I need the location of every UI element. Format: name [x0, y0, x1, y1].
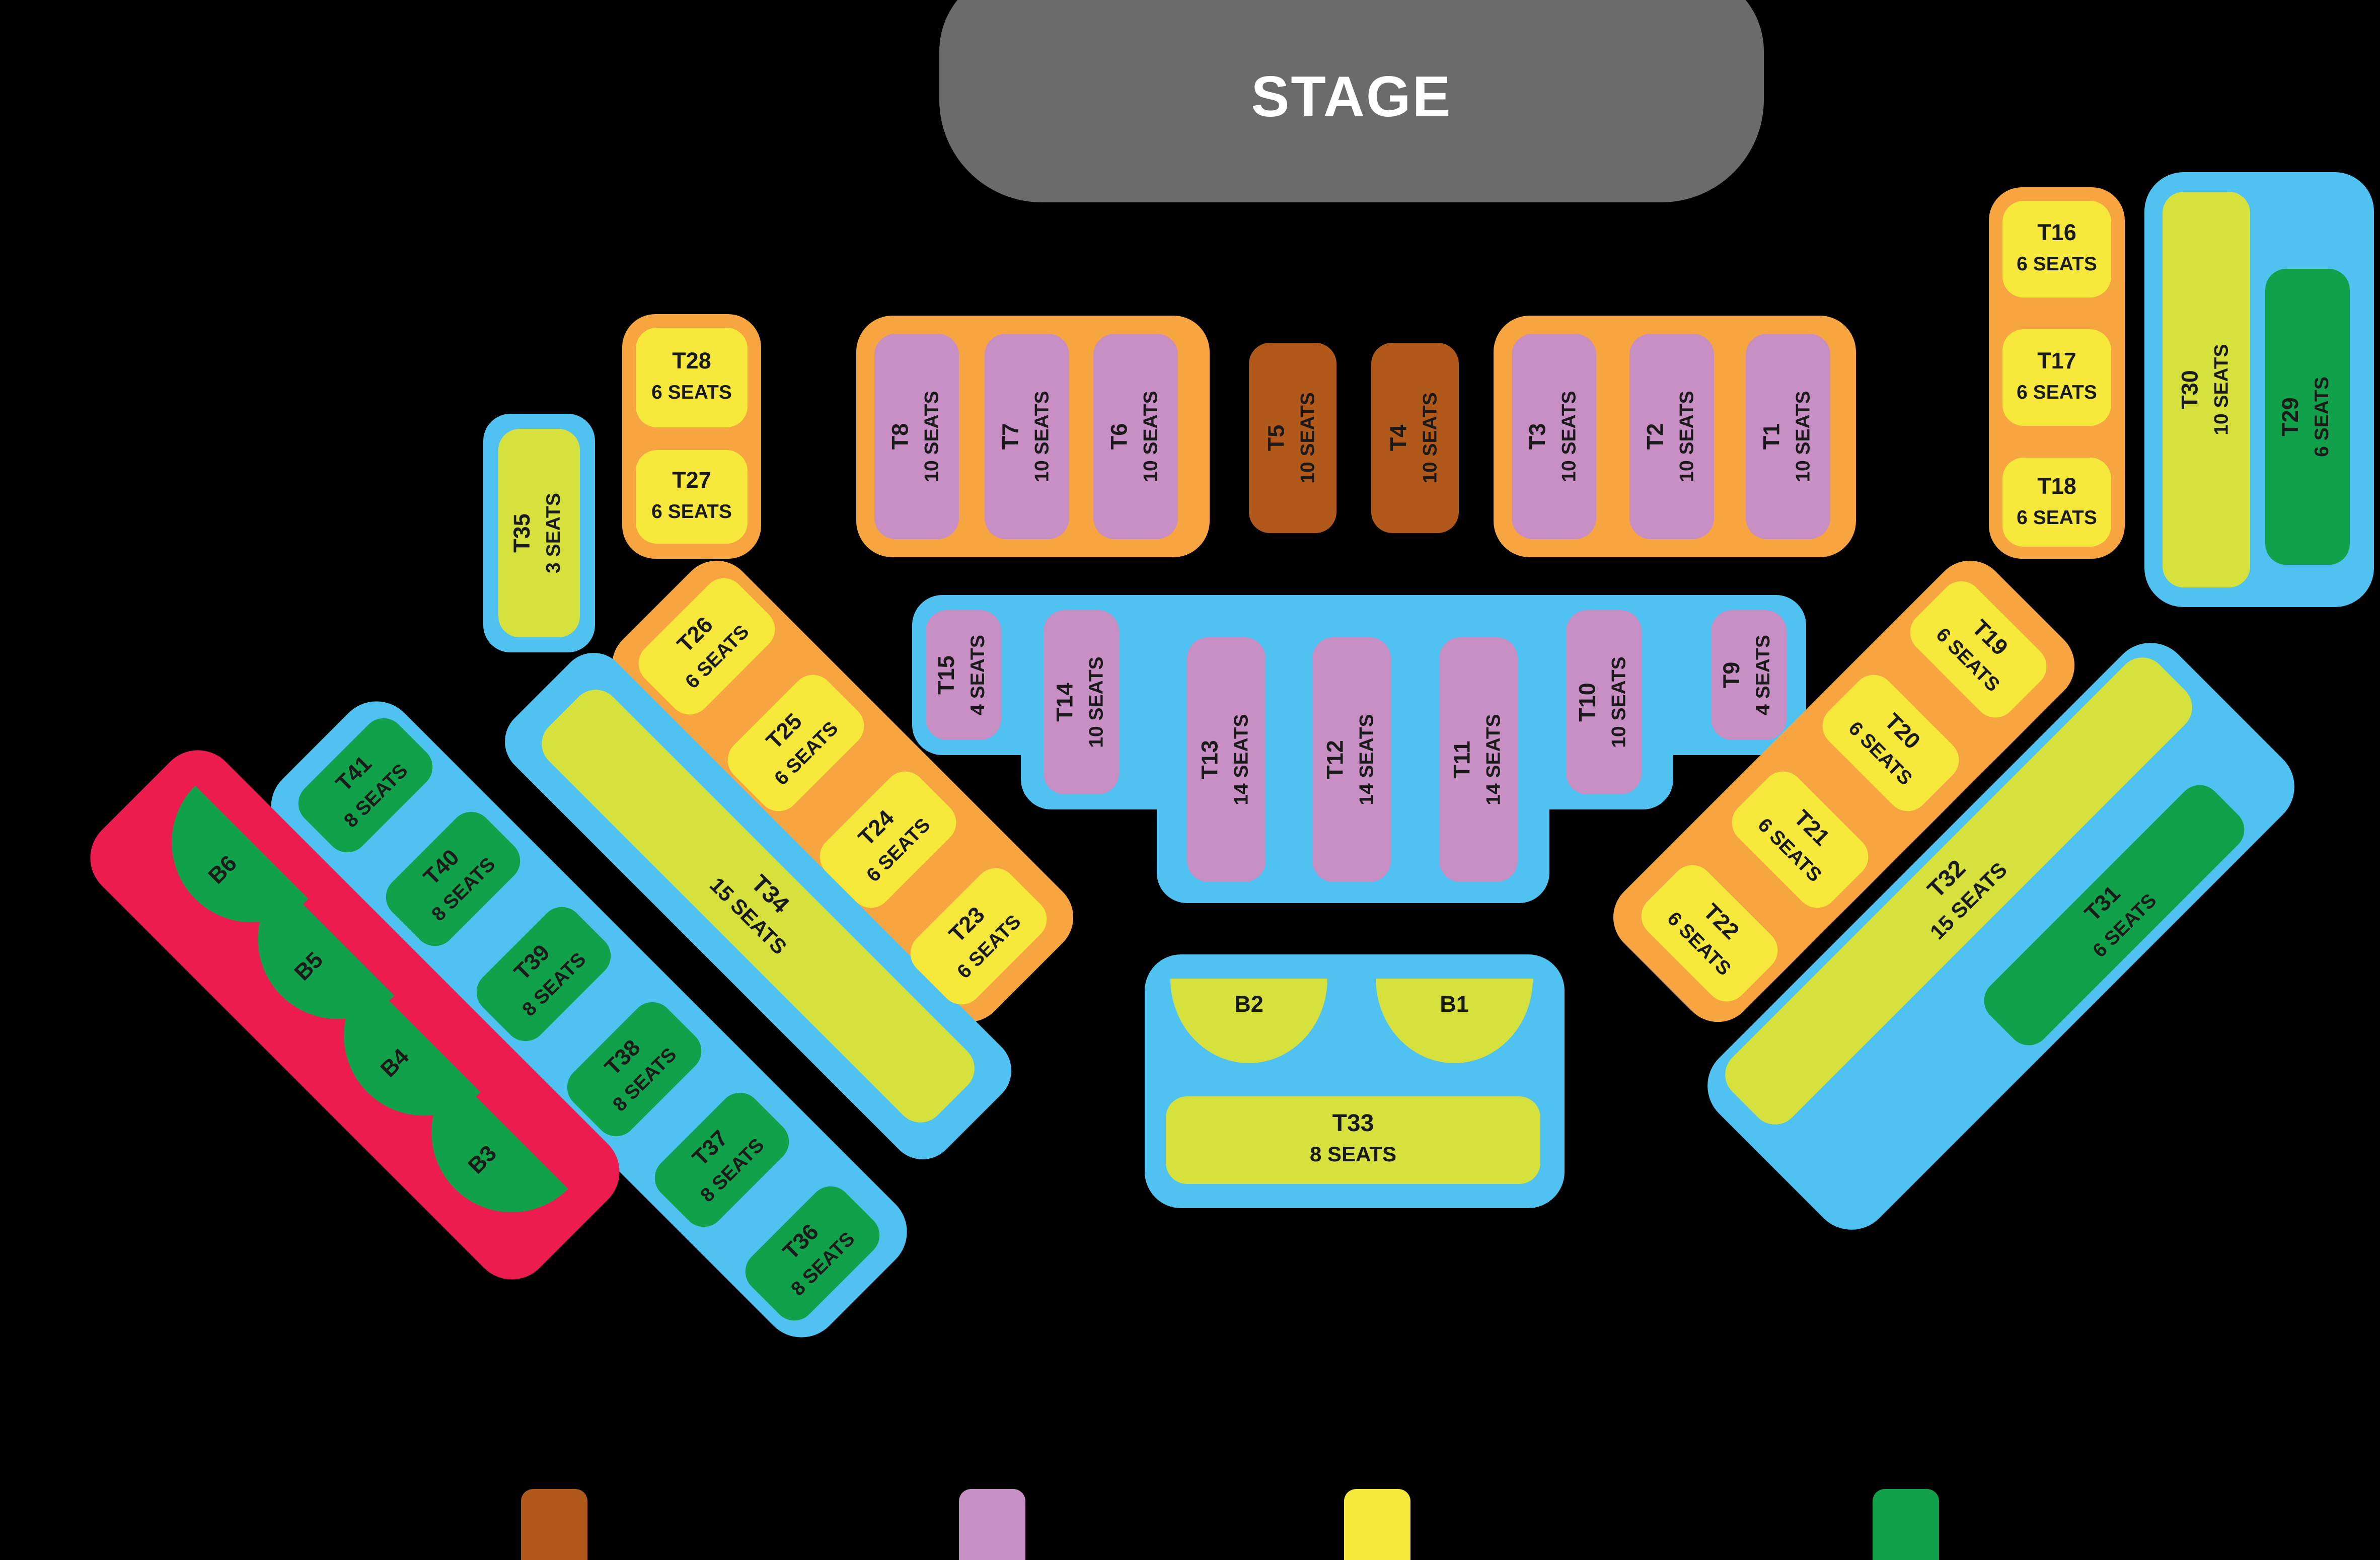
table-seats-label: 10 SEATS [1084, 656, 1107, 748]
booth-name-label: B3 [464, 1141, 503, 1180]
table-name-label: T4 [1386, 424, 1412, 452]
table-t15[interactable]: T15 4 SEATS [926, 610, 1001, 740]
booth-name-label: B2 [1234, 992, 1263, 1018]
table-seats-label: 4 SEATS [1752, 635, 1774, 715]
table-seats-label: 6 SEATS [651, 381, 732, 403]
table-name-label: T6 [1107, 423, 1133, 450]
table-name-label: T30 [2178, 370, 2204, 409]
table-name-label: T1 [1759, 423, 1786, 450]
table-t6[interactable]: T6 10 SEATS [1093, 334, 1178, 539]
booth-name-label: B4 [376, 1045, 415, 1083]
table-seats-label: 14 SEATS [1355, 714, 1378, 805]
table-t29[interactable]: T29 6 SEATS [2265, 269, 2350, 565]
table-seats-label: 10 SEATS [1418, 392, 1441, 484]
table-seats-label: 6 SEATS [2017, 505, 2097, 528]
table-seats-label: 10 SEATS [1030, 391, 1053, 482]
table-name-label: T2 [1643, 423, 1669, 450]
stage: STAGE [939, 0, 1764, 202]
table-t17[interactable]: T17 6 SEATS [2002, 329, 2111, 426]
legend-swatch-green [1873, 1489, 1939, 1560]
table-t27[interactable]: T27 6 SEATS [636, 450, 748, 544]
table-seats-label: 10 SEATS [1139, 391, 1162, 482]
table-t2[interactable]: T2 10 SEATS [1629, 334, 1714, 539]
table-seats-label: 6 SEATS [2311, 377, 2333, 457]
table-t3[interactable]: T3 10 SEATS [1512, 334, 1596, 539]
table-seats-label: 6 SEATS [2017, 381, 2097, 403]
table-t12[interactable]: T12 14 SEATS [1312, 637, 1391, 882]
table-seats-label: 14 SEATS [1229, 714, 1252, 805]
table-seats-label: 10 SEATS [1296, 392, 1319, 484]
table-name-label: T7 [998, 423, 1024, 450]
table-t9[interactable]: T9 4 SEATS [1711, 610, 1787, 740]
table-name-label: T33 [1332, 1111, 1374, 1137]
stage-label: STAGE [1251, 65, 1452, 129]
table-t33[interactable]: T33 8 SEATS [1166, 1096, 1540, 1184]
legend-swatch-yellow [1344, 1489, 1410, 1560]
table-seats-label: 10 SEATS [2209, 344, 2233, 435]
table-t4[interactable]: T4 10 SEATS [1371, 343, 1459, 533]
table-seats-label: 10 SEATS [1791, 391, 1814, 482]
table-t10[interactable]: T10 10 SEATS [1566, 610, 1642, 794]
table-t8[interactable]: T8 10 SEATS [874, 334, 959, 539]
table-name-label: T16 [2037, 220, 2076, 246]
table-name-label: T15 [935, 655, 960, 695]
table-name-label: T18 [2037, 473, 2076, 499]
table-name-label: T3 [1525, 423, 1551, 450]
table-name-label: T8 [888, 423, 914, 450]
table-seats-label: 14 SEATS [1481, 714, 1505, 805]
table-seats-label: 10 SEATS [1675, 391, 1698, 482]
table-seats-label: 6 SEATS [651, 500, 732, 523]
table-seats-label: 10 SEATS [1607, 656, 1630, 748]
booth-name-label: B6 [204, 851, 243, 890]
table-seats-label: 10 SEATS [920, 391, 943, 482]
table-t5[interactable]: T5 10 SEATS [1249, 343, 1336, 533]
table-name-label: T29 [2279, 397, 2304, 436]
table-seats-label: 4 SEATS [966, 635, 989, 715]
table-seats-label: 8 SEATS [1310, 1142, 1396, 1166]
table-name-label: T11 [1450, 740, 1476, 779]
table-name-label: T5 [1264, 424, 1290, 452]
table-t18[interactable]: T18 6 SEATS [2002, 458, 2111, 547]
table-t7[interactable]: T7 10 SEATS [985, 334, 1069, 539]
table-name-label: T35 [510, 513, 536, 553]
table-name-label: T14 [1053, 683, 1079, 722]
booth-name-label: B5 [290, 948, 329, 987]
legend-swatch-brown [521, 1489, 587, 1560]
table-name-label: T27 [672, 468, 711, 494]
table-t28[interactable]: T28 6 SEATS [636, 328, 748, 427]
table-seats-label: 10 SEATS [1557, 391, 1580, 482]
table-name-label: T28 [672, 349, 711, 375]
booth-name-label: B1 [1440, 992, 1469, 1018]
table-name-label: T12 [1323, 740, 1349, 779]
table-seats-label: 3 SEATS [542, 493, 565, 573]
table-name-label: T13 [1198, 740, 1224, 779]
table-t35[interactable]: T35 3 SEATS [498, 429, 580, 637]
table-name-label: T9 [1720, 661, 1746, 689]
legend-swatch-pink [959, 1489, 1025, 1560]
table-t16[interactable]: T16 6 SEATS [2002, 201, 2111, 298]
table-name-label: T17 [2037, 349, 2076, 375]
table-name-label: T10 [1575, 683, 1601, 722]
table-seats-label: 6 SEATS [2017, 252, 2097, 275]
